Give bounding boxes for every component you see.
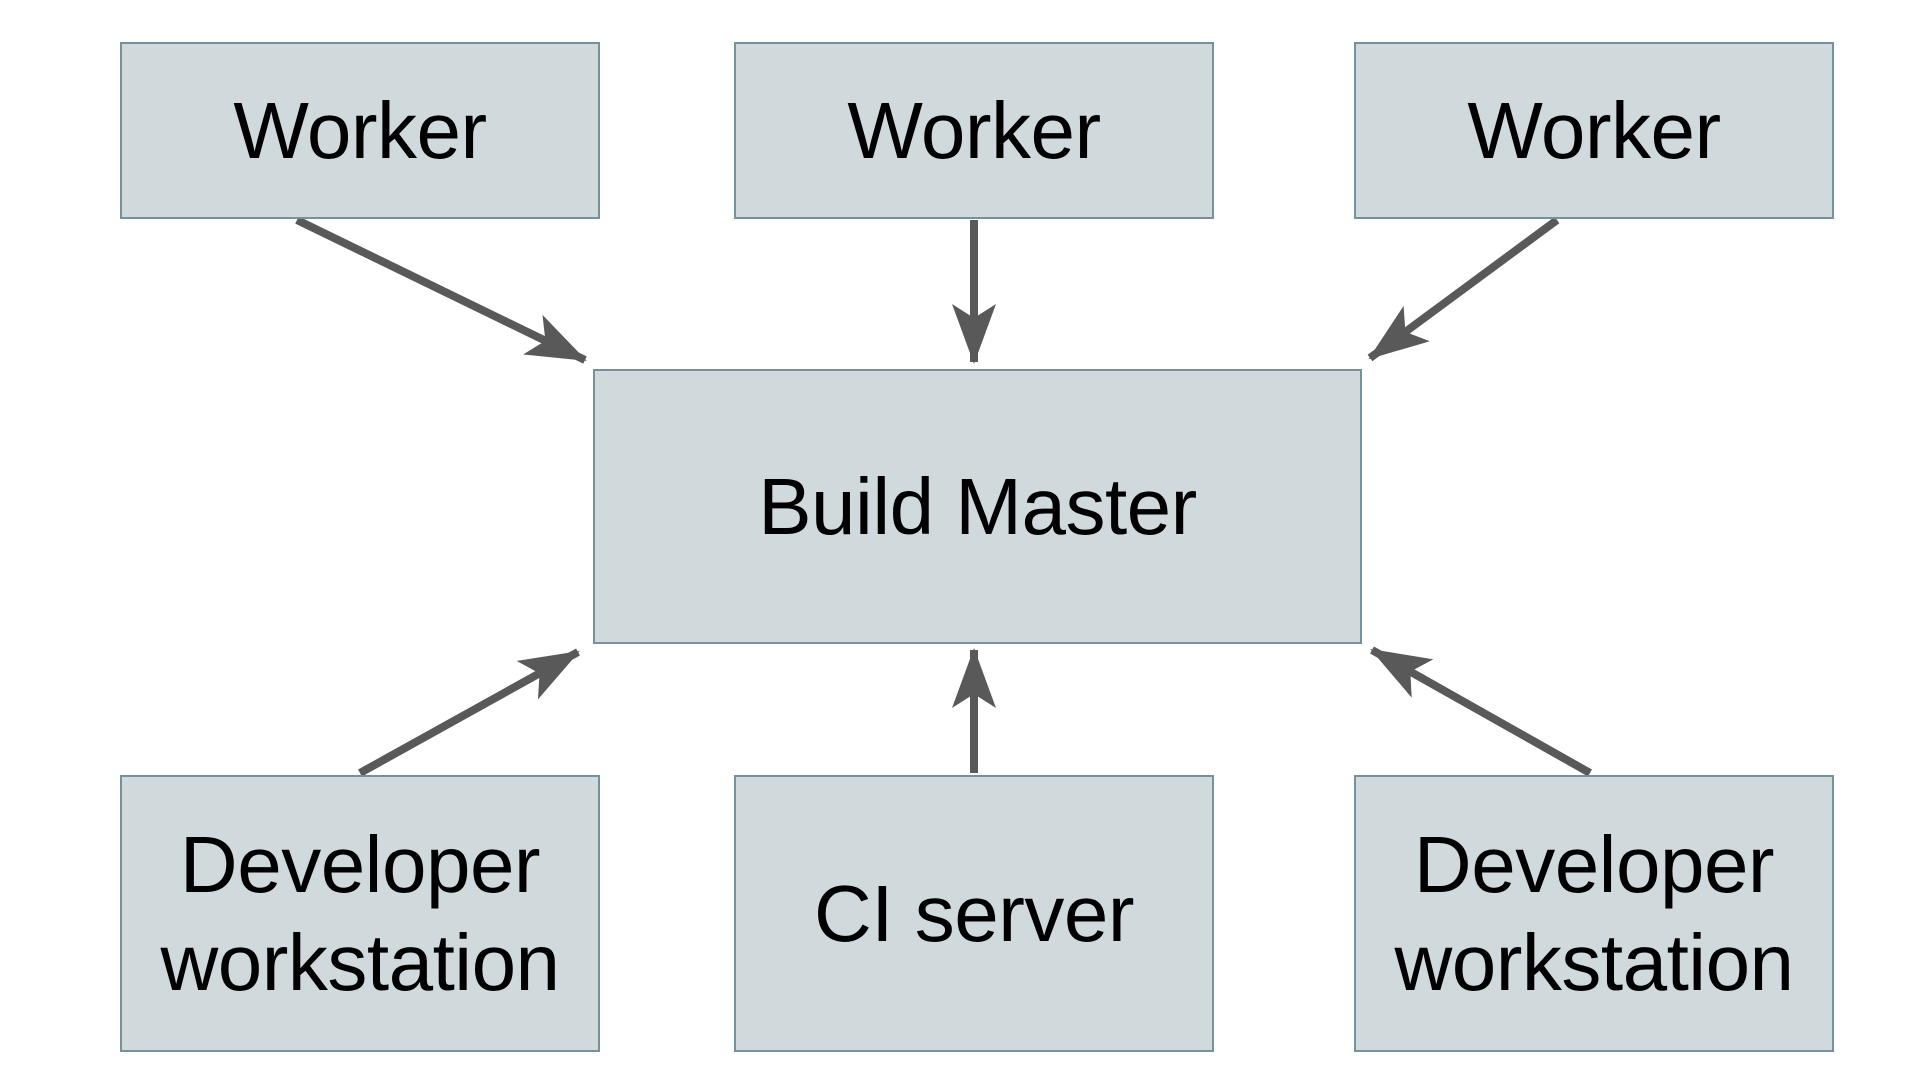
node-ci-server-label: CI server [814,868,1135,958]
node-developer-workstation-left: Developer workstation [120,775,600,1052]
node-build-master-label: Build Master [758,461,1197,551]
edge-devleft-to-buildmaster [358,648,580,777]
edge-worker1-to-buildmaster [295,216,587,364]
node-worker-1: Worker [120,42,600,219]
node-worker-1-label: Worker [233,85,487,175]
node-developer-workstation-right-label-line2: workstation [1394,917,1794,1007]
node-developer-workstation-left-label-line2: workstation [160,917,560,1007]
node-developer-workstation-left-label-line1: Developer [179,819,541,909]
edge-worker3-to-buildmaster [1367,216,1560,362]
node-developer-workstation-right: Developer workstation [1354,775,1834,1052]
node-worker-2: Worker [734,42,1214,219]
node-developer-workstation-right-label-line1: Developer [1413,819,1775,909]
node-worker-3-label: Worker [1467,85,1721,175]
node-worker-3: Worker [1354,42,1834,219]
node-ci-server: CI server [734,775,1214,1052]
node-build-master: Build Master [593,369,1362,644]
node-worker-2-label: Worker [847,85,1101,175]
edge-devright-to-buildmaster [1370,646,1592,777]
